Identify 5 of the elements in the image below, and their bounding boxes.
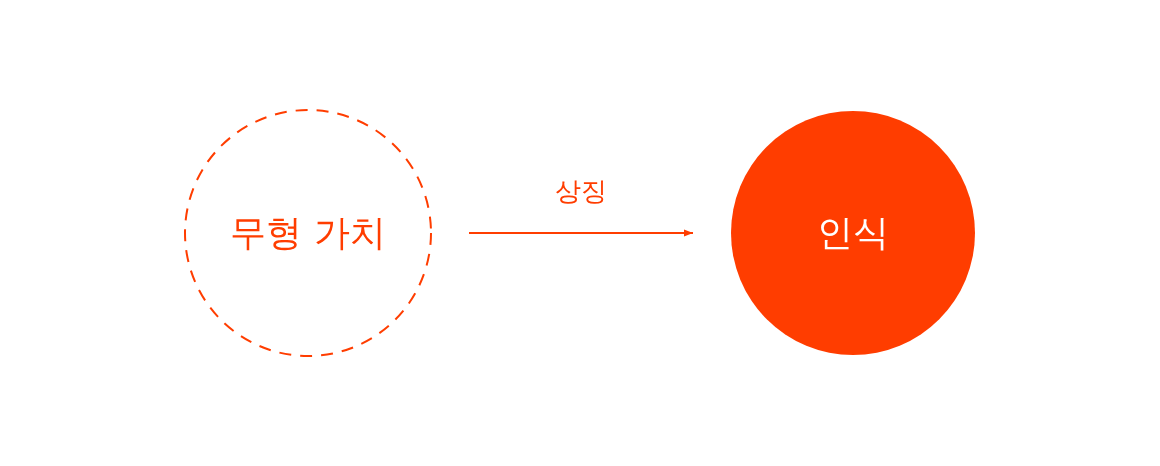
node-label: 무형 가치: [230, 210, 386, 255]
node-label: 인식: [817, 210, 889, 255]
filled-circle: [730, 110, 976, 356]
arrow: [468, 229, 694, 237]
dashed-circle: [184, 109, 432, 357]
